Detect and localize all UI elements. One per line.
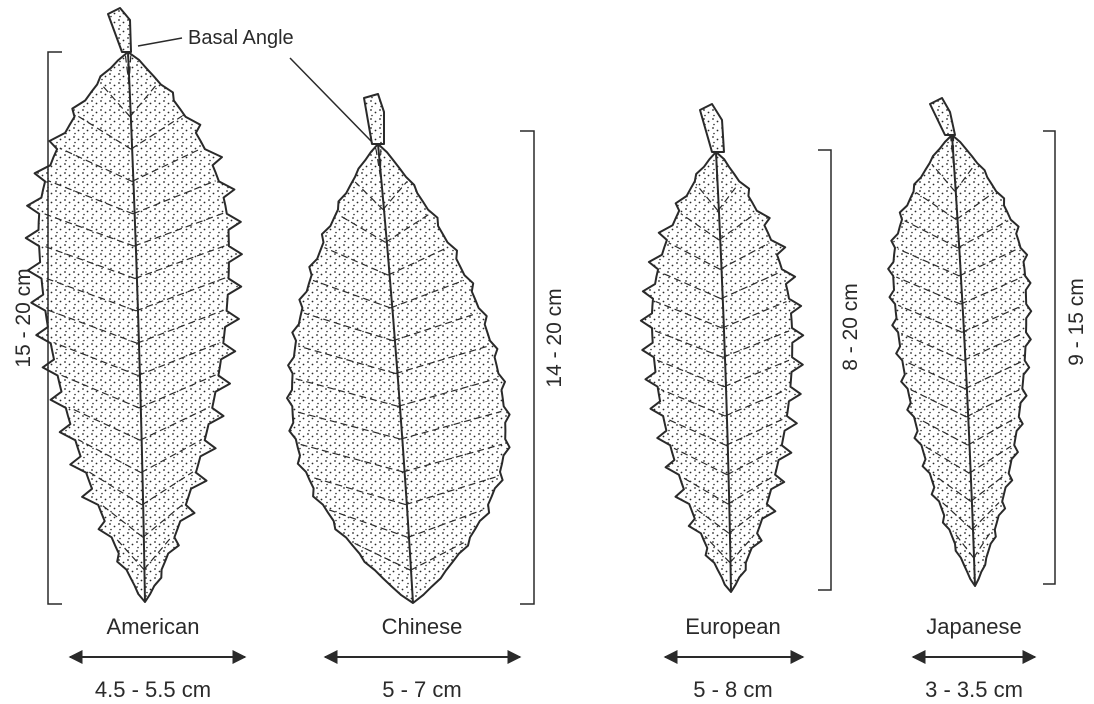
european-name-label: European bbox=[685, 614, 780, 639]
american-name-label: American bbox=[107, 614, 200, 639]
leaves-group bbox=[26, 8, 1031, 603]
american-length-label: 15 - 20 cm bbox=[12, 268, 35, 367]
japanese-leaf-petiole bbox=[930, 98, 955, 135]
japanese-leaf bbox=[888, 98, 1031, 586]
japanese-length-bracket bbox=[1043, 131, 1055, 584]
basal-angle-label: Basal Angle bbox=[188, 27, 294, 49]
american-width-label: 4.5 - 5.5 cm bbox=[95, 677, 211, 702]
european-length-label: 8 - 20 cm bbox=[839, 283, 862, 371]
american-leaf-petiole bbox=[108, 8, 131, 52]
european-leaf-blade bbox=[641, 152, 803, 592]
chinese-width-label: 5 - 7 cm bbox=[382, 677, 461, 702]
european-length-bracket bbox=[818, 150, 831, 590]
chinese-length-label: 14 - 20 cm bbox=[543, 288, 566, 387]
european-leaf-petiole bbox=[700, 104, 724, 152]
european-width-label: 5 - 8 cm bbox=[693, 677, 772, 702]
american-leaf-blade bbox=[26, 52, 242, 602]
chinese-leaf bbox=[287, 94, 510, 603]
basal-angle-leader-2 bbox=[290, 58, 372, 142]
chinese-length-bracket bbox=[520, 131, 534, 604]
chinese-name-label: Chinese bbox=[382, 614, 463, 639]
japanese-width-label: 3 - 3.5 cm bbox=[925, 677, 1023, 702]
japanese-length-label: 9 - 15 cm bbox=[1065, 278, 1088, 366]
european-leaf bbox=[641, 104, 803, 592]
american-leaf bbox=[26, 8, 242, 602]
basal-angle-leader-1 bbox=[138, 38, 182, 46]
japanese-name-label: Japanese bbox=[926, 614, 1021, 639]
